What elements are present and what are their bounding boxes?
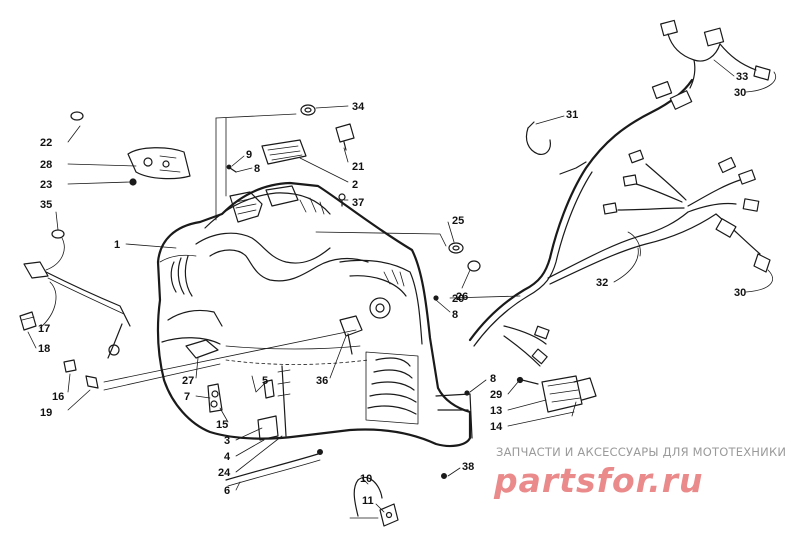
callout-13: 13 bbox=[490, 405, 502, 417]
callout-27: 27 bbox=[182, 375, 194, 387]
callout-19: 19 bbox=[40, 407, 52, 419]
hood-latch-bracket bbox=[70, 111, 191, 186]
callout-6: 6 bbox=[224, 485, 230, 497]
callout-16: 16 bbox=[52, 391, 64, 403]
callout-18: 18 bbox=[38, 343, 50, 355]
callout-22: 22 bbox=[40, 137, 52, 149]
callout-3: 3 bbox=[224, 435, 230, 447]
callout-5: 5 bbox=[262, 375, 268, 387]
callout-4: 4 bbox=[224, 451, 231, 463]
callout-30-top: 30 bbox=[734, 87, 746, 99]
callout-31: 31 bbox=[566, 109, 578, 121]
callout-25: 25 bbox=[452, 215, 464, 227]
callout-20: 20 bbox=[452, 293, 464, 305]
leader-lines bbox=[27, 59, 776, 513]
callout-34: 34 bbox=[352, 101, 365, 113]
wiring-harness bbox=[468, 19, 771, 367]
choke-cable bbox=[19, 261, 131, 359]
callout-38: 38 bbox=[462, 461, 474, 473]
watermark-logo: partsfor.ru bbox=[493, 461, 703, 500]
callout-35: 35 bbox=[40, 199, 52, 211]
instrument-panel bbox=[261, 139, 307, 165]
lead-wire bbox=[349, 476, 399, 527]
callout-1: 1 bbox=[114, 239, 120, 251]
callout-7: 7 bbox=[184, 391, 190, 403]
callout-15: 15 bbox=[216, 419, 228, 431]
windshield-surround bbox=[229, 185, 299, 223]
callout-28: 28 bbox=[40, 159, 52, 171]
callout-23: 23 bbox=[40, 179, 52, 191]
voltage-regulator bbox=[516, 375, 597, 417]
callout-11: 11 bbox=[362, 495, 374, 507]
callout-17: 17 bbox=[38, 323, 50, 335]
callout-21: 21 bbox=[352, 161, 364, 173]
callout-36: 36 bbox=[316, 375, 328, 387]
callout-8-mid: 8 bbox=[452, 309, 458, 321]
callout-29: 29 bbox=[490, 389, 502, 401]
callout-37: 37 bbox=[352, 197, 364, 209]
callout-14: 14 bbox=[490, 421, 503, 433]
watermark: ЗАПЧАСТИ И АКСЕССУАРЫ ДЛЯ МОТОТЕХНИКИ pa… bbox=[493, 445, 786, 500]
callout-10: 10 bbox=[360, 473, 372, 485]
callout-9: 9 bbox=[246, 149, 252, 161]
callout-24: 24 bbox=[218, 467, 231, 479]
console-body bbox=[156, 181, 473, 448]
lower-switch-bracket bbox=[185, 315, 363, 487]
callout-8-low: 8 bbox=[490, 373, 496, 385]
callout-8-top: 8 bbox=[254, 163, 260, 175]
callout-32: 32 bbox=[596, 277, 608, 289]
callout-30-bottom: 30 bbox=[734, 287, 746, 299]
watermark-caption: ЗАПЧАСТИ И АКСЕССУАРЫ ДЛЯ МОТОТЕХНИКИ bbox=[496, 445, 786, 459]
callout-2: 2 bbox=[352, 179, 358, 191]
callout-labels: 34 22 28 23 9 8 21 2 37 35 1 25 26 20 8 … bbox=[38, 71, 748, 507]
callout-33: 33 bbox=[736, 71, 748, 83]
callout-26: 26 bbox=[456, 291, 468, 303]
